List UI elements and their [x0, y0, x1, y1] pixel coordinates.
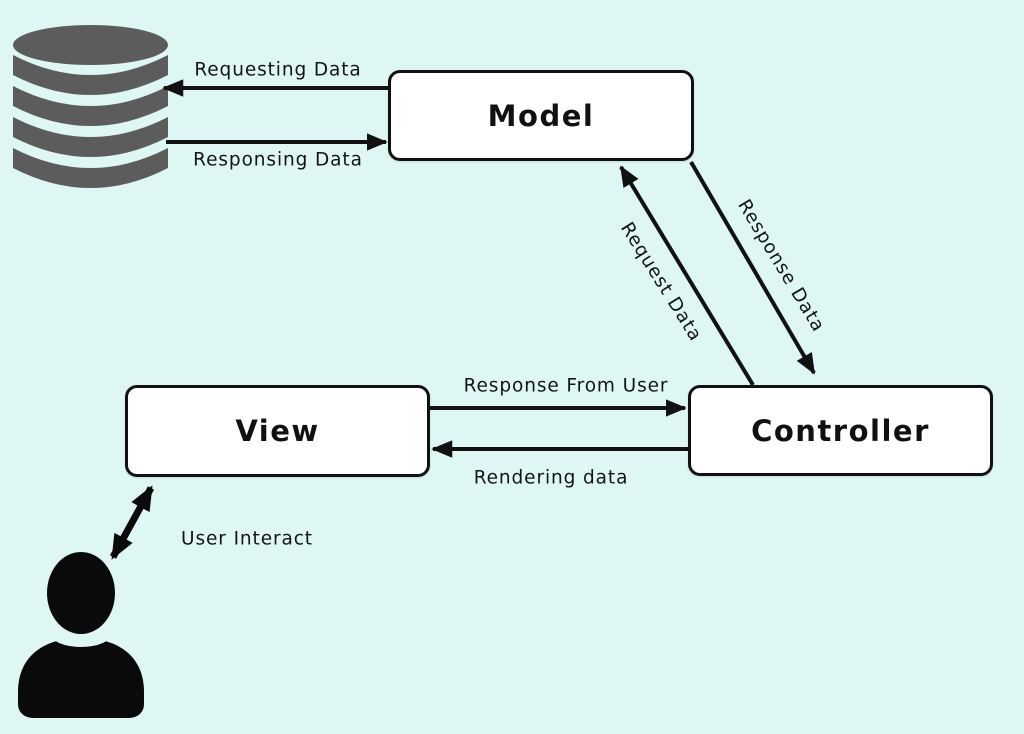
arrow-user-interact: [109, 485, 155, 560]
node-controller: Controller: [688, 385, 993, 476]
node-controller-label: Controller: [751, 413, 930, 448]
node-model: Model: [388, 70, 694, 161]
edge-label-rendering-data: Rendering data: [473, 467, 629, 489]
user-icon: [18, 552, 144, 718]
edge-label-requesting-data: Requesting Data: [194, 59, 362, 81]
edge-label-response-from-user: Response From User: [463, 375, 669, 397]
edge-label-user-interact: User Interact: [181, 528, 313, 550]
database-icon: [13, 25, 168, 188]
node-view-label: View: [235, 414, 320, 448]
arrow-request-data: [619, 165, 755, 387]
edge-label-responsing-data: Responsing Data: [193, 149, 363, 171]
node-view: View: [125, 385, 430, 477]
node-model-label: Model: [487, 98, 595, 133]
arrow-response-data: [689, 160, 816, 375]
